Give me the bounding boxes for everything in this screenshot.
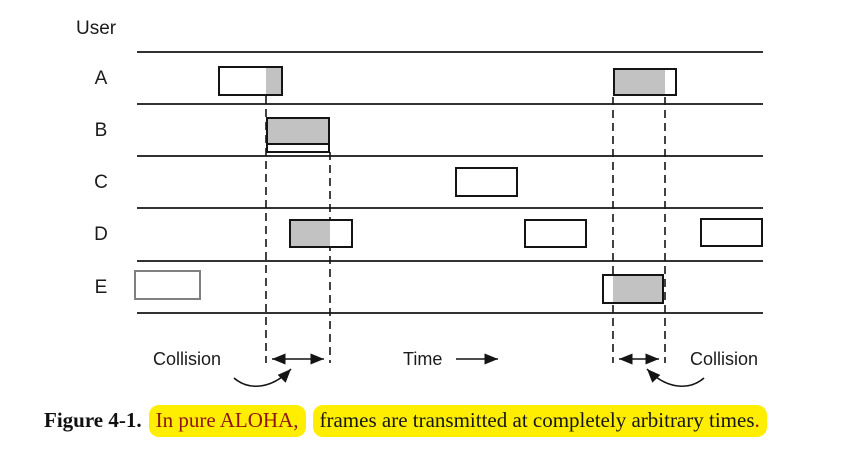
frame-e-1 [134, 270, 201, 300]
frame-d-3 [700, 218, 763, 247]
row-label-e: E [94, 277, 108, 298]
frame-shaded-segment [291, 221, 330, 246]
figure-caption: Figure 4-1. In pure ALOHA, frames are tr… [44, 405, 767, 437]
frame-clear-segment [665, 70, 675, 94]
frame-a-1 [218, 66, 283, 96]
time-label: Time [403, 349, 443, 369]
frame-shaded-segment [268, 119, 328, 145]
caption-highlight-2-text: frames are transmitted at completely arb… [319, 408, 755, 432]
row-label-b: B [94, 120, 108, 141]
collision-label-right: Collision [690, 349, 759, 369]
collision-pointer-curve-right [646, 368, 705, 387]
caption-highlight-1: In pure ALOHA, [148, 405, 306, 437]
frame-e-2 [602, 274, 664, 304]
row-label-c: C [94, 172, 108, 193]
frame-d-1 [289, 219, 353, 248]
user-column-header: User [76, 18, 117, 39]
frame-shaded-segment [615, 70, 665, 94]
frame-clear-segment [330, 221, 351, 246]
collision-pointer-curve-left [233, 368, 292, 387]
frame-a-2 [613, 68, 677, 96]
caption-period: . [754, 408, 760, 432]
frame-d-2 [524, 219, 587, 248]
row-label-d: D [94, 224, 108, 245]
collision-label-left: Collision [153, 349, 222, 369]
frame-clear-segment [220, 68, 266, 94]
caption-highlight-2: frames are transmitted at completely arb… [312, 405, 767, 437]
frame-c-1 [455, 167, 518, 197]
caption-figure-number: Figure 4-1. [44, 408, 142, 432]
frame-shaded-segment [613, 276, 662, 302]
frame-b-1 [266, 117, 330, 153]
row-label-a: A [94, 68, 108, 89]
frame-shaded-segment [266, 68, 281, 94]
frame-clear-segment [604, 276, 613, 302]
